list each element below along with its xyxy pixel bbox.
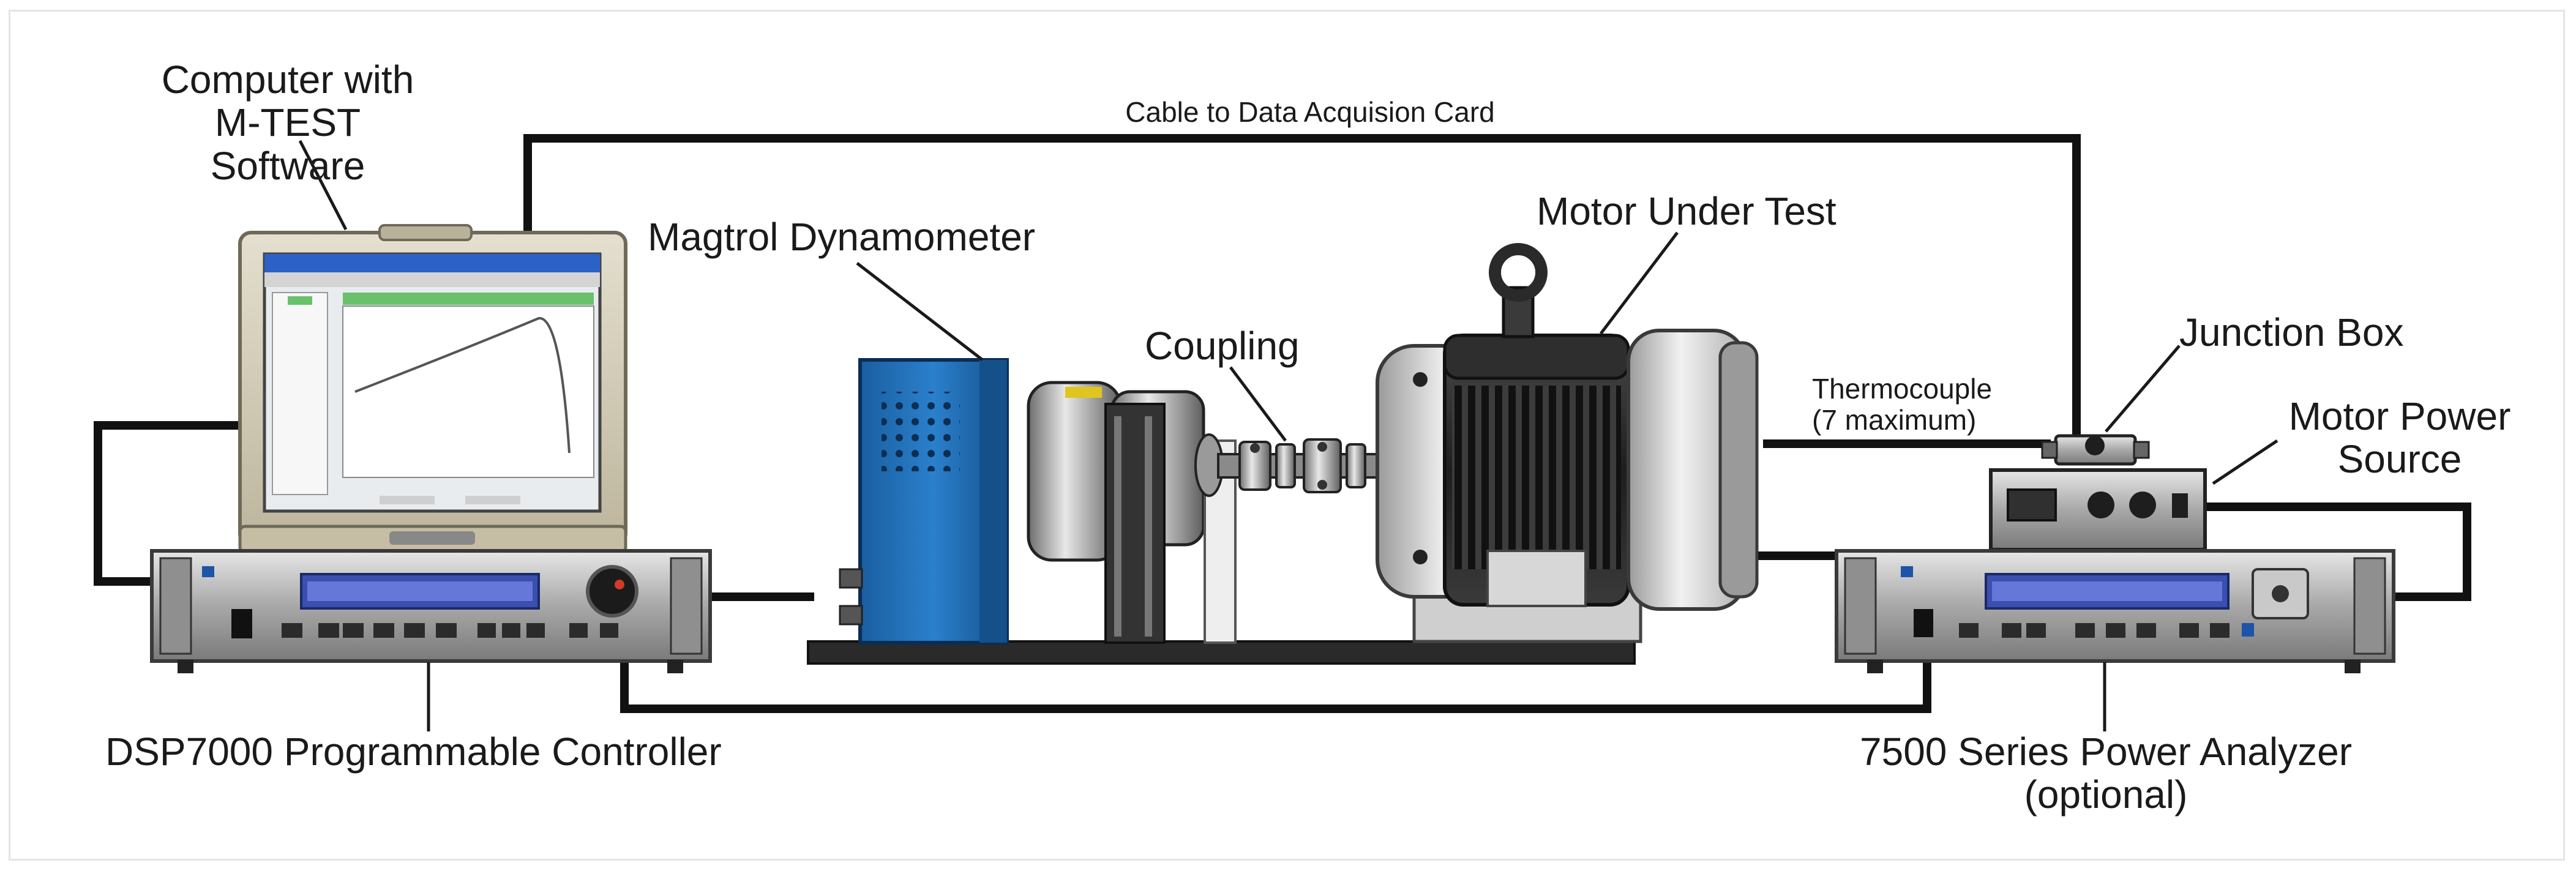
bench-base-plate — [807, 640, 1636, 665]
diagram-border — [9, 10, 2565, 861]
label-thermocouple: Thermocouple (7 maximum) — [1812, 373, 1993, 436]
label-cable: Cable to Data Acquision Card — [1125, 96, 1495, 128]
leader-coupling — [1229, 366, 1287, 442]
label-power-source: Motor Power Source — [2288, 394, 2511, 482]
power-supply-icon — [1989, 468, 2207, 551]
label-controller: DSP7000 Programmable Controller — [105, 730, 722, 774]
leader-motor — [1600, 231, 1679, 335]
label-analyzer: 7500 Series Power Analyzer (optional) — [1860, 730, 2352, 817]
label-computer: Computer with M-TEST Software — [161, 58, 414, 188]
cable-laptop-to-controller — [94, 421, 245, 586]
electric-motor-icon — [1376, 243, 1759, 643]
cable-controller-to-analyzer — [620, 655, 1931, 713]
leader-lines — [298, 140, 2278, 731]
leader-computer — [298, 140, 348, 231]
rack-analyzer-icon — [1835, 549, 2395, 673]
leader-junction — [2105, 345, 2181, 433]
cable-power-source-loop — [2207, 503, 2471, 601]
cable-lines — [94, 134, 2471, 713]
label-dynamometer: Magtrol Dynamometer — [648, 215, 1036, 259]
label-coupling: Coupling — [1145, 324, 1300, 368]
leader-dynamometer — [856, 262, 984, 361]
dynamometer-icon — [839, 358, 1237, 645]
rack-controller-icon — [150, 549, 712, 673]
coupling-icon — [1217, 438, 1385, 493]
leader-power-source — [2212, 439, 2278, 485]
label-junction: Junction Box — [2179, 310, 2404, 354]
cable-data-acquisition — [523, 134, 2081, 441]
label-motor: Motor Under Test — [1537, 189, 1837, 233]
laptop-icon — [238, 224, 627, 554]
junction-box-icon — [2041, 434, 2150, 466]
